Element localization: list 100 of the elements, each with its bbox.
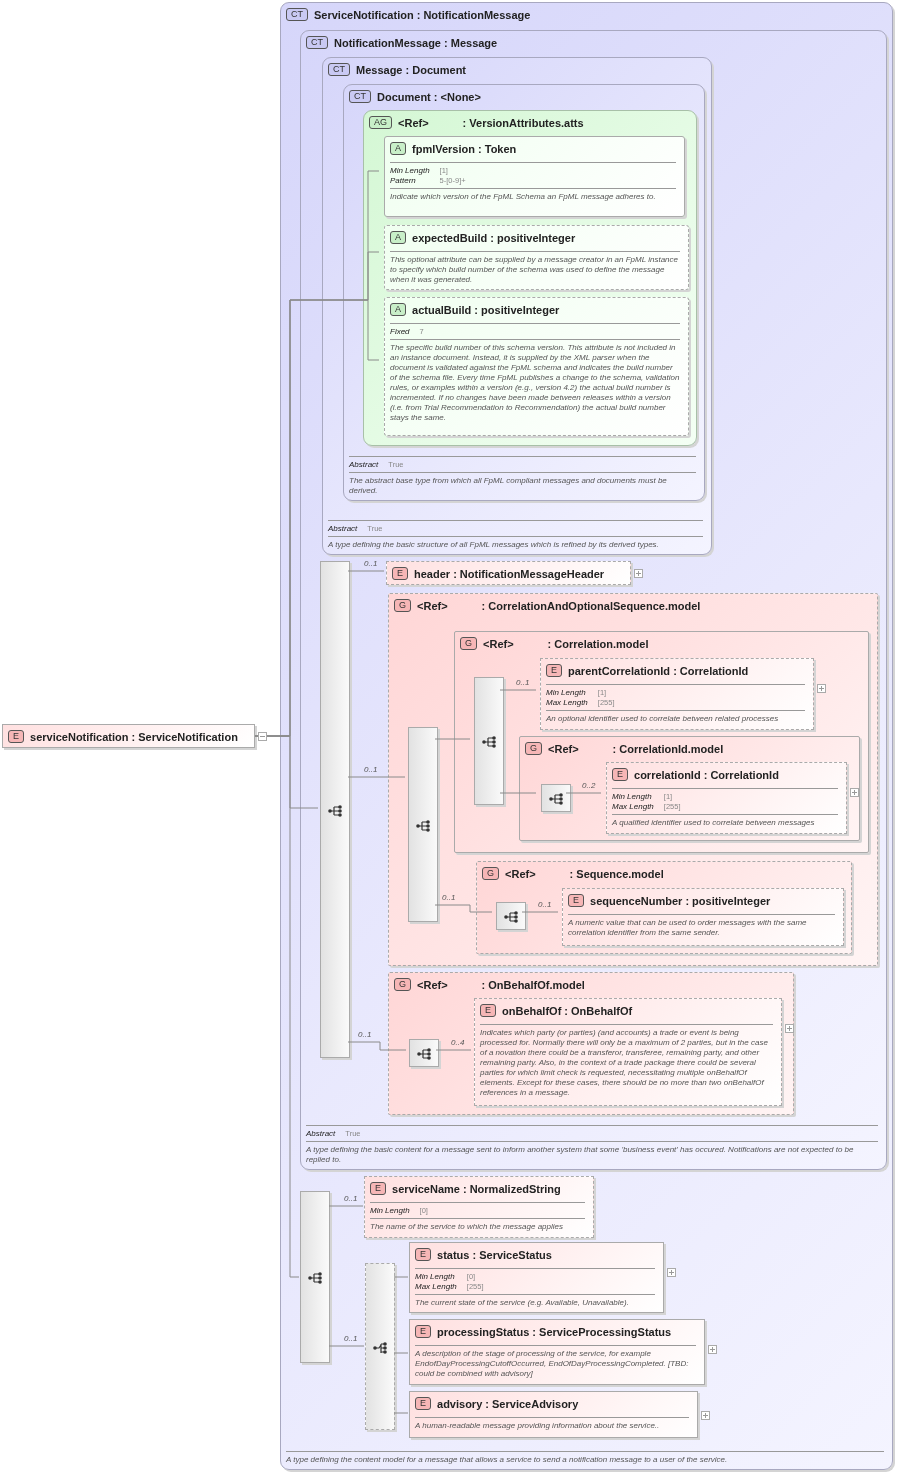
node-title: header : NotificationMessageHeader <box>414 567 605 580</box>
type-badge: AG <box>369 116 392 129</box>
node-title: ServiceNotification : NotificationMessage <box>314 8 531 21</box>
node-title: correlationId : CorrelationId <box>634 768 779 781</box>
connector-line <box>499 689 537 691</box>
description-text: Indicates which party (or parties) (and accounts) a trade or event is being processed for. Normally there will only be a maximum of 2 parties, but in the case of a novation there could be a transferor, transferee, remaining party, and other remaining party. Also, in the context of a trade package there could be several parties for which limit check is requested, necessitating multiple onBehalfOf elements. Except for these cases, there should be no more than two onBehalfOf references in a message. <box>480 1024 773 1098</box>
description-text: This optional attribute can be supplied by a message creator in an FpML instance to specify which build number of the schema was used to define the message when it was generated. <box>390 251 680 285</box>
description-text: Indicate which version of the FpML Schema an FpML message adheres to. <box>390 188 676 202</box>
description-text: An optional identifier used to correlate between related processes <box>546 710 805 724</box>
property-name: Max Length <box>546 698 588 708</box>
connector-line <box>347 776 406 778</box>
connector-line <box>393 1276 409 1278</box>
property-name: Min Length <box>370 1206 410 1216</box>
node-title: serviceName : NormalizedString <box>392 1182 561 1195</box>
ref-label: <Ref> <box>505 867 536 880</box>
complex-type-box <box>280 2 893 1470</box>
connector-line <box>499 792 537 794</box>
type-badge: G <box>394 978 411 991</box>
description-text: A type defining the content model for a message that allows a service to send a notification message to a user of the service. <box>286 1451 884 1465</box>
type-name: : Correlation.model <box>547 637 649 650</box>
node-title: sequenceNumber : positiveInteger <box>590 894 771 907</box>
description-text: A human-readable message providing information about the service.. <box>415 1417 689 1431</box>
property-name: Abstract <box>306 1129 336 1139</box>
description-text: A numeric value that can be used to order messages with the same correlation identifier from the same sender. <box>568 914 835 938</box>
type-badge: G <box>482 867 499 880</box>
description-text: A description of the stage of processing of the service, for example EndofDayProcessingCutoffOccurred, EndOfDayProcessingCompleted. [TBD: could be combined with advisory] <box>415 1345 696 1379</box>
multiplicity-label: 0..1 <box>516 678 530 687</box>
type-badge: E <box>8 730 24 743</box>
node-title: serviceNotification : ServiceNotification <box>30 730 238 743</box>
sequence-compositor <box>474 677 504 805</box>
group-box <box>519 736 860 841</box>
ref-label: <Ref> <box>417 599 448 612</box>
sequence-compositor <box>496 902 526 930</box>
element-box <box>606 762 847 834</box>
multiplicity-label: 0..1 <box>344 1334 358 1343</box>
type-name: : VersionAttributes.atts <box>462 116 584 129</box>
group-box <box>476 861 852 954</box>
element-box <box>409 1319 705 1385</box>
ref-label: <Ref> <box>398 116 429 129</box>
attribute-box <box>384 297 689 436</box>
type-badge: CT <box>286 8 308 21</box>
node-title: Message : Document <box>356 63 467 76</box>
element-box <box>409 1242 664 1313</box>
multiplicity-label: 0..1 <box>364 559 378 568</box>
connector-line <box>565 792 602 794</box>
type-name: : CorrelationAndOptionalSequence.model <box>481 599 701 612</box>
element-box <box>562 888 844 946</box>
complex-type-box <box>322 57 712 555</box>
connector-line <box>328 1205 364 1207</box>
multiplicity-label: 0..1 <box>344 1194 358 1203</box>
property-name: Min Length <box>612 792 653 802</box>
node-title: actualBuild : positiveInteger <box>412 303 560 316</box>
property-name: Min Length <box>415 1272 456 1282</box>
choice-compositor <box>365 1263 395 1430</box>
sequence-compositor <box>300 1191 330 1363</box>
type-badge: E <box>370 1182 386 1195</box>
multiplicity-label: 0..2 <box>582 781 596 790</box>
node-title: parentCorrelationId : CorrelationId <box>568 664 749 677</box>
group-box <box>388 593 878 966</box>
group-box <box>388 972 794 1115</box>
type-badge: CT <box>349 90 371 103</box>
multiplicity-label: 0..1 <box>358 1030 372 1039</box>
type-badge: E <box>392 567 408 580</box>
property-name: Abstract <box>328 524 358 534</box>
type-name: : Sequence.model <box>569 867 664 880</box>
property-name: Pattern <box>390 176 417 186</box>
type-badge: E <box>415 1397 431 1410</box>
type-badge: E <box>415 1248 431 1261</box>
node-title: Document : <None> <box>377 90 481 103</box>
type-name: : OnBehalfOf.model <box>481 978 585 991</box>
node-title: fpmlVersion : Token <box>412 142 517 155</box>
type-badge: A <box>390 231 406 244</box>
sequence-compositor <box>320 561 350 1058</box>
connector-line <box>435 1049 472 1051</box>
multiplicity-label: 0..4 <box>451 1038 465 1047</box>
node-title: processingStatus : ServiceProcessingStatus <box>437 1325 672 1338</box>
type-badge: E <box>480 1004 496 1017</box>
element-box <box>474 998 782 1106</box>
property-name: Min Length <box>390 166 430 176</box>
sequence-compositor <box>408 727 438 922</box>
multiplicity-label: 0..1 <box>538 900 552 909</box>
element-box <box>2 724 255 748</box>
element-box <box>409 1391 698 1438</box>
ref-label: <Ref> <box>483 637 514 650</box>
property-name: Fixed <box>390 327 410 337</box>
type-badge: E <box>546 664 562 677</box>
complex-type-box <box>300 30 887 1170</box>
type-name: : CorrelationId.model <box>612 742 724 755</box>
description-text: A type defining the basic structure of all FpML messages which is refined by its derived types. <box>328 536 703 550</box>
connector-line <box>347 570 385 572</box>
multiplicity-label: 0..1 <box>442 893 456 902</box>
group-box <box>454 631 869 853</box>
attribute-box <box>384 136 685 217</box>
sequence-compositor <box>409 1039 439 1067</box>
property-name: Min Length <box>546 688 587 698</box>
type-badge: G <box>394 599 411 612</box>
sequence-compositor <box>541 784 571 812</box>
complex-type-box <box>343 84 705 501</box>
type-badge: CT <box>306 36 328 49</box>
ref-label: <Ref> <box>417 978 448 991</box>
